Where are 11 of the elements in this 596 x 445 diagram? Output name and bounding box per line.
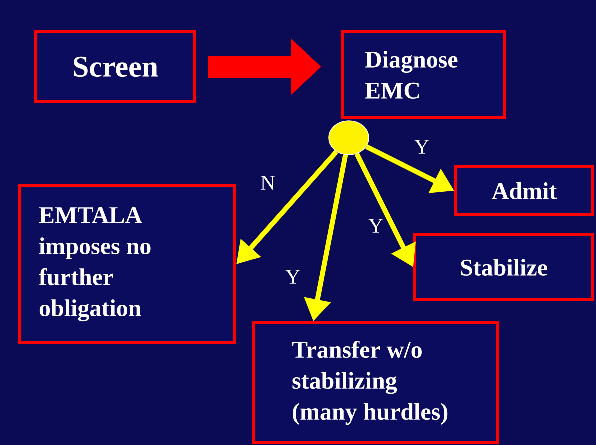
text-box: Diagnose EMC	[342, 30, 506, 120]
text-box: Transfer w/o stabilizing (many hurdles)	[252, 322, 500, 444]
junction-circle	[328, 120, 370, 156]
text-box: Screen	[34, 30, 196, 104]
edge-label: Y	[367, 218, 385, 234]
edge-label: Y	[284, 269, 302, 285]
text-box: EMTALA imposes no further obligation	[18, 184, 236, 344]
text-box: Admit	[454, 166, 594, 216]
text-box: Stabilize	[414, 234, 594, 302]
edge-label: N	[259, 175, 277, 191]
edge-label: Y	[413, 139, 431, 155]
